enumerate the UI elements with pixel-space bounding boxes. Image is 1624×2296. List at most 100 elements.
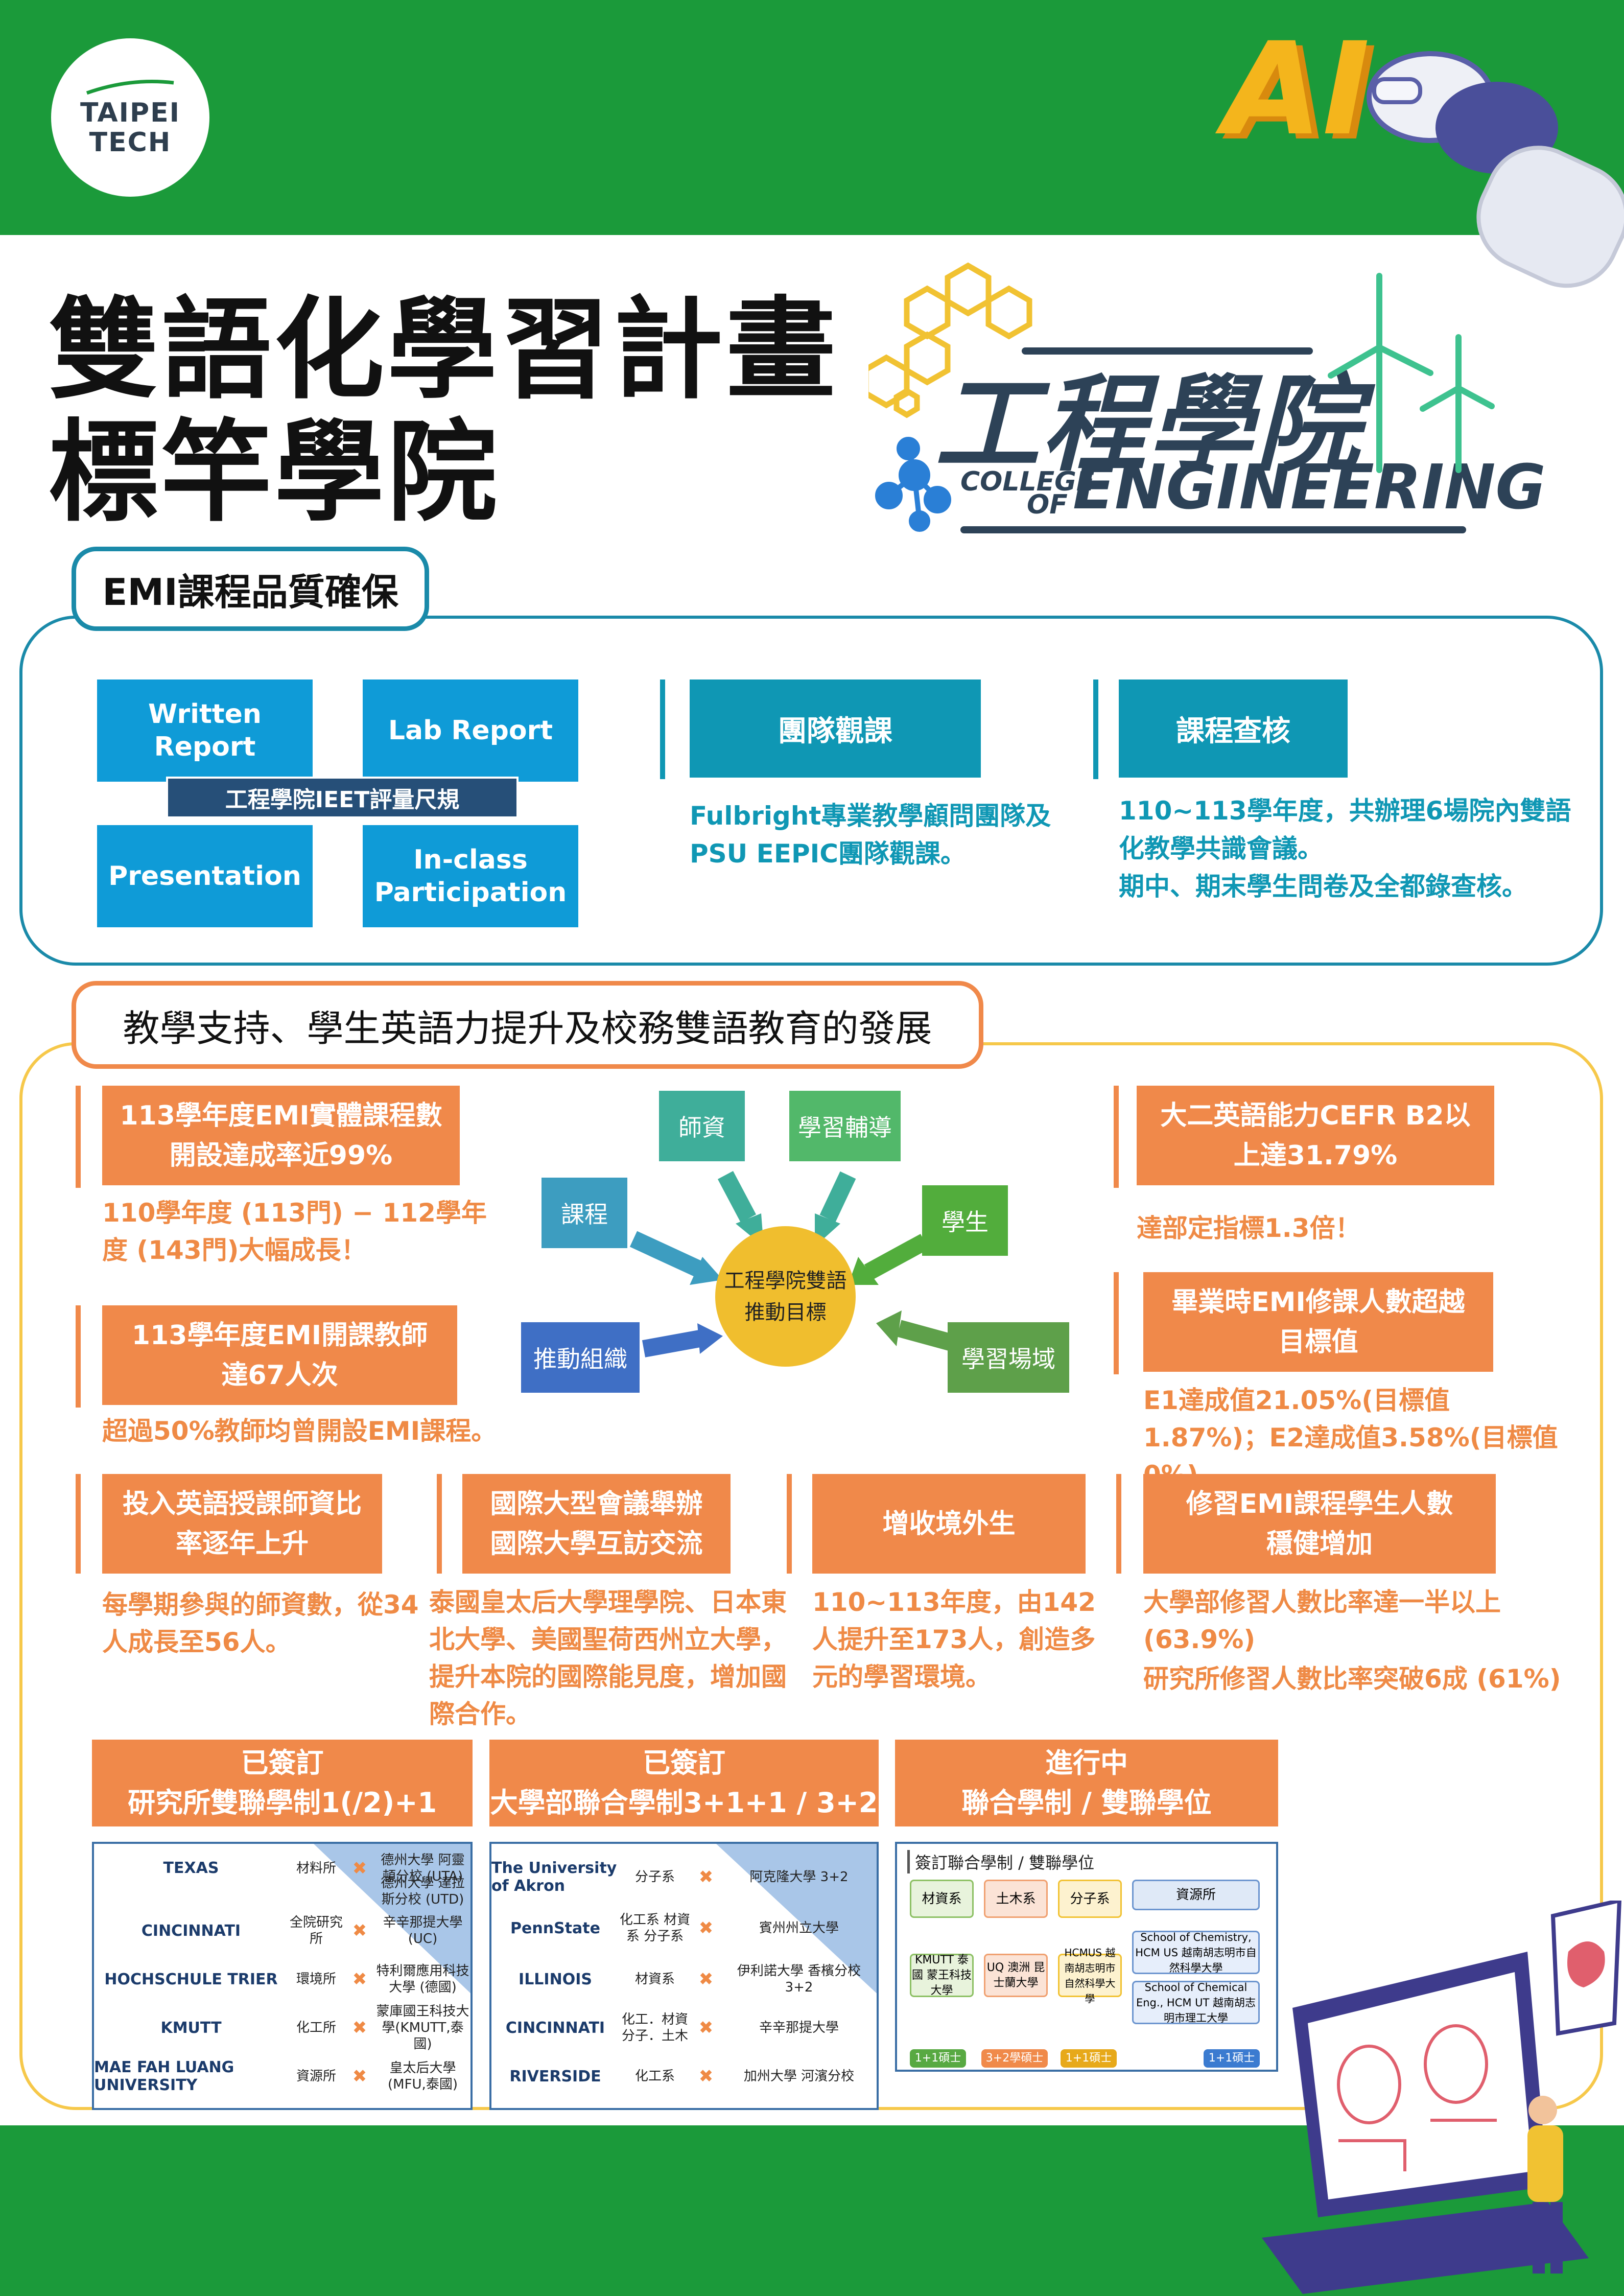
r4-text2: 研究所修習人數比率突破6成 (61%) (1143, 1664, 1561, 1694)
cross-icon: ✖ (698, 1867, 714, 1887)
cross-icon: ✖ (352, 1969, 367, 1989)
c4-text: E1達成值21.05%(目標值1.87%)；E2達成值3.58%(目標值0%)。 (1143, 1386, 1558, 1490)
table-row: The University of Akron 分子系 ✖ 阿克隆大學 3+2 (491, 1854, 877, 1900)
section2-label: 教學支持、學生英語力提升及校務雙語教育的發展 (72, 981, 983, 1069)
arrow-tutoring (819, 1171, 856, 1223)
wind-turbine-icon (1328, 273, 1495, 473)
partner: 特利爾應用科技大學 (德國) (376, 1963, 469, 1995)
uni-logo: MAE FAH LUANG UNIVERSITY (94, 2058, 234, 2094)
uni-logo: TEXAS (163, 1859, 219, 1877)
hub-arrows (629, 1171, 958, 1357)
college-name-en-small1: COLLEGE (960, 466, 1095, 497)
p2-table-bg (716, 1844, 877, 1994)
rubric-presentation: Presentation (97, 825, 313, 927)
partner: 阿克隆大學 3+2 (749, 1869, 849, 1885)
audit-divider (1093, 680, 1098, 779)
c3-divider (1114, 1086, 1119, 1188)
p3-title: 聯合學制 / 雙聯學位 (961, 1787, 1212, 1819)
r3-divider (787, 1474, 792, 1574)
arrow-teachers (717, 1171, 757, 1223)
top-green-band (0, 0, 1624, 235)
arrow-organization (642, 1330, 702, 1357)
r2-text: 泰國皇太后大學理學院、日本東北大學、美國聖荷西州立大學，提升本院的國際能見度，增… (429, 1587, 787, 1729)
partner: 賓州州立大學 (759, 1920, 839, 1936)
p2-status: 已簽訂 (643, 1747, 725, 1779)
partner: 皇太后大學(MFU,泰國) (388, 2060, 458, 2092)
node-venues: 學習場域 (948, 1322, 1069, 1393)
cross-icon: ✖ (698, 1969, 714, 1989)
logo-line2: TECH (89, 127, 172, 158)
college-name-en-big: ENGINEERING (1073, 452, 1546, 523)
table-row: TEXAS 材料所 ✖ 德州大學 阿靈頓分校 (UTA) (94, 1852, 470, 1885)
dept: 化工．材資 分子．土木 (621, 2012, 688, 2044)
uni-chip: KMUTT 泰國 蒙王科技大學 (910, 1954, 974, 1997)
hexagon-molecule-icon (868, 262, 1032, 532)
arrow-venues (897, 1320, 958, 1352)
uni-logo: HOCHSCHULE TRIER (104, 1970, 278, 1988)
cross-icon: ✖ (352, 2018, 367, 2038)
dept: 環境所 (296, 1972, 336, 1987)
p3-panel-title: 簽訂聯合學制 / 雙聯學位 (907, 1850, 1094, 1873)
arrow-students (864, 1234, 929, 1280)
robot-hand-icon (1367, 51, 1624, 288)
course-audit-text2: 期中、期末學生問卷及全都錄查核。 (1119, 872, 1527, 901)
c4-title: 畢業時EMI修課人數超越目標值 (1143, 1272, 1493, 1372)
c4-divider (1114, 1272, 1119, 1374)
arrow-courses (629, 1231, 704, 1278)
partner: 德州大學 阿靈頓分校 (UTA) (381, 1852, 465, 1884)
team-divider (660, 680, 665, 779)
p3-panel: 簽訂聯合學制 / 雙聯學位 材資系 土木系 分子系 資源所 KMUTT 泰國 蒙… (895, 1842, 1278, 2072)
r3-title: 增收境外生 (812, 1474, 1086, 1574)
p1-title: 研究所雙聯學制1(/2)+1 (127, 1787, 437, 1819)
dept-chip: 分子系 (1058, 1880, 1122, 1918)
team-observation-text: Fulbright專業教學顧問團隊及PSU EEPIC團隊觀課。 (690, 801, 1051, 869)
p3-header: 進行中聯合學制 / 雙聯學位 (895, 1740, 1278, 1826)
uni-chip: HCMUS 越南胡志明市自然科學大學 (1058, 1947, 1122, 2005)
ai-badge: AI (1223, 15, 1370, 163)
c3-text: 達部定指標1.3倍！ (1137, 1213, 1361, 1243)
tag: 1+1碩士 (1204, 2049, 1260, 2068)
c2-title: 113學年度EMI開課教師達67人次 (102, 1305, 457, 1405)
dept: 化工所 (296, 2020, 336, 2035)
college-name-cn: 工程學院 (935, 364, 1362, 486)
table-row: HOCHSCHULE TRIER 環境所 ✖ 特利爾應用科技大學 (德國) (94, 1956, 470, 2002)
uni-logo: PennState (510, 1919, 600, 1937)
uni-logo: KMUTT (160, 2019, 222, 2037)
c2-text: 超過50%教師均曾開設EMI課程。 (102, 1416, 497, 1446)
r3-text: 110~113年度，由142人提升至173人，創造多元的學習環境。 (812, 1587, 1096, 1692)
hub-center: 工程學院雙語推動目標 (715, 1226, 856, 1367)
rubric-in-class-participation: In-class Participation (363, 825, 578, 927)
uni-logo: CINCINNATI (505, 2019, 605, 2037)
partner: 蒙庫國王科技大學(KMUTT,泰國) (376, 2004, 469, 2052)
r4-title: 修習EMI課程學生人數穩健增加 (1143, 1474, 1496, 1574)
partner: 辛辛那提大學 (759, 2020, 839, 2035)
course-audit-title: 課程查核 (1119, 680, 1348, 778)
c1-text: 110學年度 (113門) − 112學年度 (143門)大幅成長！ (102, 1198, 487, 1265)
tag: 1+1碩士 (1061, 2049, 1117, 2068)
dept-chip: 資源所 (1132, 1880, 1260, 1910)
cross-icon: ✖ (352, 1920, 367, 1941)
logo-rule-top (1022, 347, 1313, 355)
dept: 分子系 (634, 1869, 675, 1885)
dept: 材料所 (296, 1860, 336, 1876)
taipei-tech-logo: TAIPEI TECH (51, 38, 209, 197)
college-name-en-small2: OF (1027, 489, 1068, 520)
cross-icon: ✖ (698, 2018, 714, 2038)
p1-table: TEXAS 材料所 ✖ 德州大學 阿靈頓分校 (UTA) 德州大學 達拉斯分校 (UT… (92, 1842, 473, 2110)
c1-divider (76, 1086, 81, 1188)
uni-logo: RIVERSIDE (509, 2067, 601, 2086)
uni-logo: The University of Akron (491, 1859, 617, 1895)
hcmus-chip: School of Chemistry, HCM US 越南胡志明市自然科學大學 (1132, 1931, 1260, 1974)
partner: 德州大學 達拉斯分校 (UTD) (381, 1875, 465, 1907)
p1-status: 已簽訂 (241, 1747, 324, 1779)
dept-chip: 材資系 (910, 1880, 974, 1918)
node-students: 學生 (922, 1185, 1008, 1256)
dept: 化工系 材資系 分子系 (619, 1912, 691, 1944)
p2-header: 已簽訂大學部聯合學制3+1+1 / 3+2 (489, 1740, 879, 1826)
cross-icon: ✖ (352, 1858, 367, 1879)
